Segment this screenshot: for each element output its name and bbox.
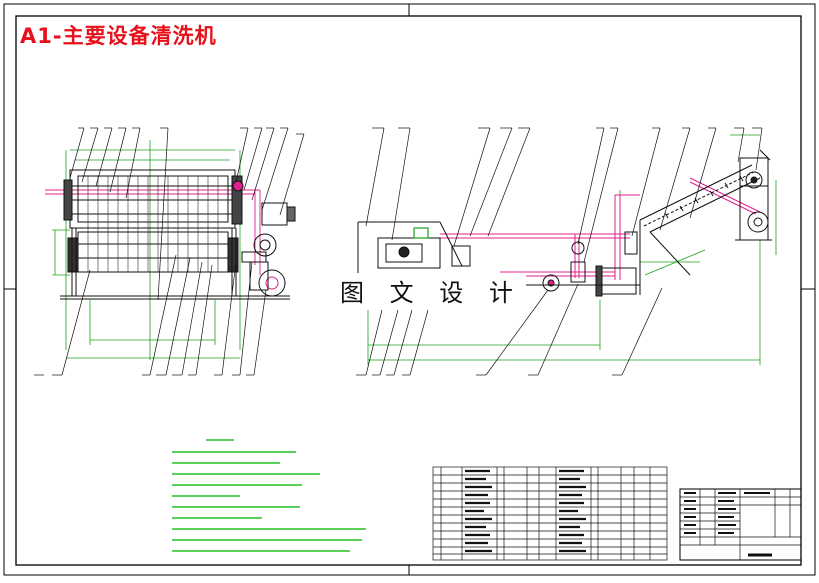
title-block-entries [684, 492, 772, 557]
green-marker-block [413, 227, 429, 239]
parts-list-entries [465, 469, 586, 553]
technical-notes [172, 439, 366, 552]
side-view [356, 127, 777, 376]
parts-list-table [432, 466, 668, 561]
front-view [34, 127, 305, 376]
drawing-title: A1-主要设备清洗机 [20, 24, 217, 48]
watermark: 图 文 设 计 [336, 273, 526, 308]
sheet-frame [3, 3, 816, 576]
title-block [679, 488, 802, 561]
